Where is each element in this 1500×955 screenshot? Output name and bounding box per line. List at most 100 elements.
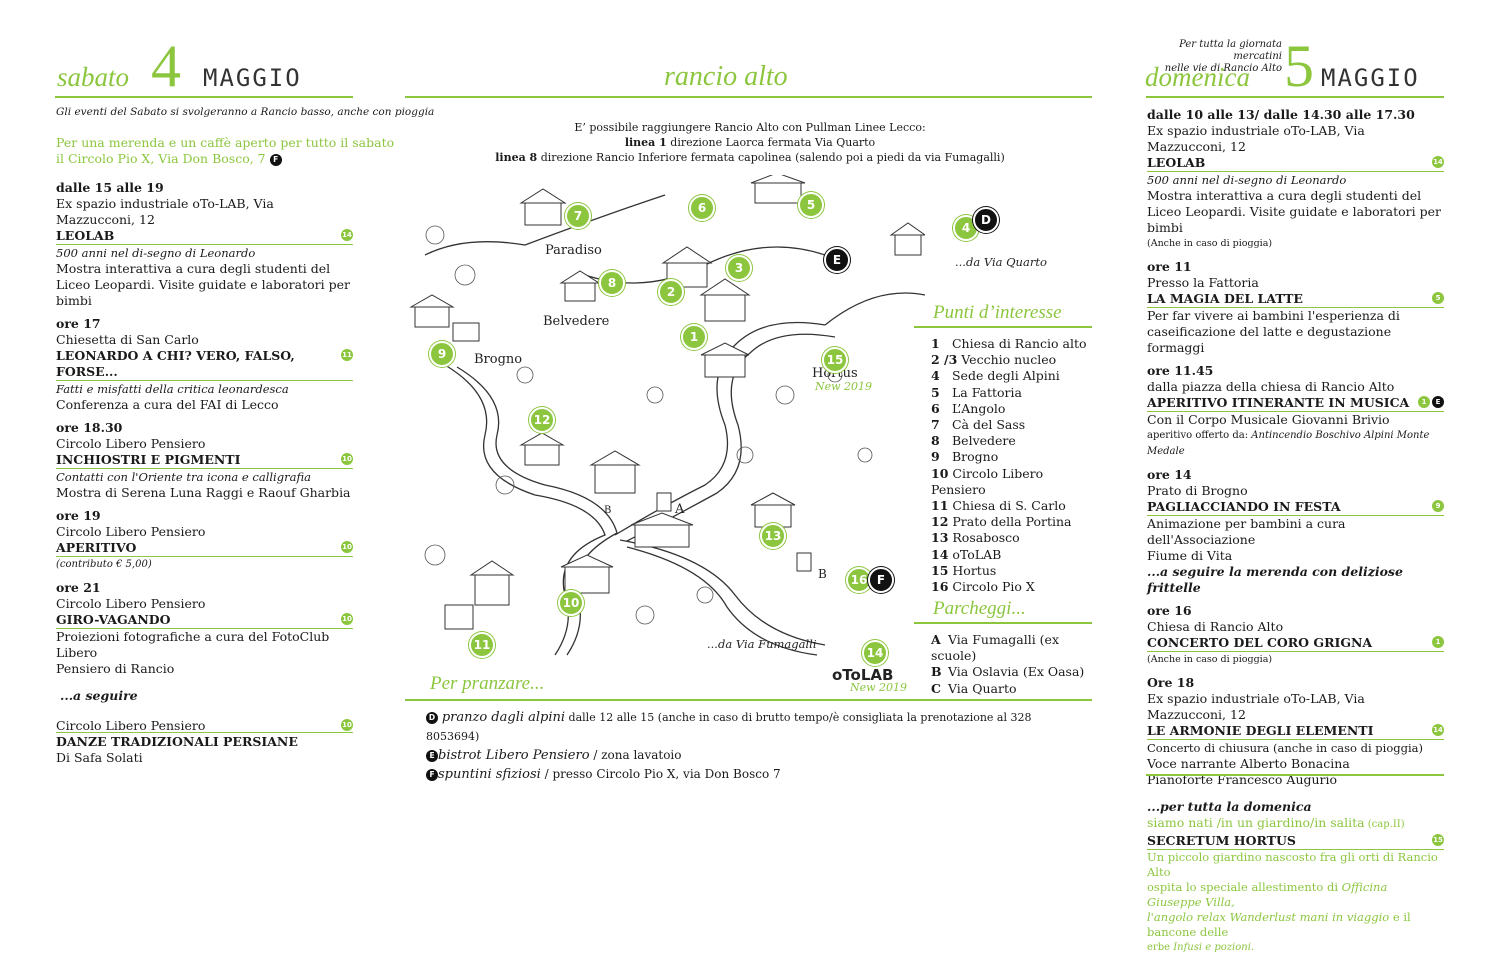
saturday-day: sabato: [57, 62, 130, 92]
map-marker-10[interactable]: 10: [558, 590, 584, 616]
map-marker-14[interactable]: 14: [862, 640, 888, 666]
event-magia-latte: ore 11 Presso la Fattoria LA MAGIA DEL L…: [1147, 259, 1444, 356]
map-label-new-2019-otolab: New 2019: [850, 681, 908, 694]
poi-name: La Fattoria: [951, 384, 1022, 400]
map-marker-12[interactable]: 12: [529, 407, 555, 433]
lunch-name: bistrot Libero Pensiero: [438, 748, 590, 763]
event-time: ore 21: [56, 580, 101, 595]
map-marker-7[interactable]: 7: [565, 203, 591, 229]
event-desc: Mostra di Serena Luna Raggi e Raouf Ghar…: [56, 485, 351, 500]
poi-number: 12: [931, 514, 949, 530]
event-time: ore 19: [56, 508, 101, 523]
place-badge: 5: [1432, 292, 1444, 304]
event-desc: Mostra interattiva a cura degli studenti…: [56, 261, 331, 276]
poi-item: 2 /3 Vecchio nucleo: [931, 352, 1101, 368]
event-title-text: GIRO-VAGANDO: [56, 612, 171, 627]
event-place: Presso la Fattoria: [1147, 275, 1259, 290]
sunday-bottom-divider: [1146, 774, 1444, 776]
poi-name: Circolo Pio X: [952, 579, 1035, 595]
poi-number: 11: [931, 498, 949, 514]
map-marker-9[interactable]: 9: [429, 341, 455, 367]
parking-marker-a: A: [675, 502, 685, 517]
map-marker-6[interactable]: 6: [689, 195, 715, 221]
poi-name: Rosabosco: [952, 530, 1020, 546]
event-title: LA MAGIA DEL LATTE 5: [1147, 291, 1444, 308]
bus-line-intro: E’ possibile raggiungere Rancio Alto con…: [574, 121, 926, 134]
event-desc: Fiume di Vita: [1147, 548, 1233, 563]
poi-number: 10: [931, 465, 949, 481]
map-marker-11[interactable]: 11: [469, 632, 495, 658]
event-time: ore 14: [1147, 467, 1192, 482]
bus-line-8: linea 8 direzione Rancio Inferiore ferma…: [420, 150, 1080, 165]
map-marker-5[interactable]: 5: [798, 192, 824, 218]
event-title-text: LA MAGIA DEL LATTE: [1147, 291, 1303, 306]
map-marker-8[interactable]: 8: [599, 270, 625, 296]
map-marker-d[interactable]: D: [973, 207, 999, 233]
lunch-divider: [405, 699, 1092, 701]
event-coro-grigna: ore 16 Chiesa di Rancio Alto CONCERTO DE…: [1147, 603, 1444, 668]
poi-item: 7 Cà del Sass: [931, 417, 1101, 433]
event-inchiostri: ore 18.30 Circolo Libero Pensiero INCHIO…: [56, 420, 353, 501]
map-marker-13[interactable]: 13: [760, 523, 786, 549]
poi-name: Circolo Libero Pensiero: [931, 465, 1044, 497]
map-marker-3[interactable]: 3: [726, 255, 752, 281]
map-marker-16[interactable]: 16: [846, 567, 872, 593]
parking-marker-b: B: [604, 505, 612, 516]
parking-name: Via Quarto: [948, 680, 1017, 696]
event-aperitivo-itinerante: ore 11.45 dalla piazza della chiesa di R…: [1147, 363, 1444, 460]
poi-item: 6 L’Angolo: [931, 401, 1101, 417]
bus-line-1: linea 1 direzione Laorca fermata Via Qua…: [420, 135, 1080, 150]
poi-item: 1 Chiesa di Rancio alto: [931, 336, 1101, 352]
event-note: aperitivo offerto da: Antincendio Boschi…: [1147, 428, 1444, 460]
badge-f: F: [426, 768, 438, 781]
parking-letter: A: [931, 632, 941, 647]
event-note: (Anche in caso di pioggia): [1147, 654, 1273, 665]
bus-line-8-text: direzione Rancio Inferiore fermata capol…: [537, 151, 1005, 164]
event-title-text: DANZE TRADIZIONALI PERSIANE: [56, 734, 298, 749]
village-map: [409, 175, 925, 656]
final-desc-4a: erbe: [1147, 942, 1174, 953]
place-badge: 1: [1432, 636, 1444, 648]
place-badge: 14: [1432, 156, 1444, 168]
final-desc-3a: l'angolo relax Wanderlust mani in viaggi…: [1147, 910, 1390, 924]
event-desc: Di Safa Solati: [56, 750, 143, 765]
event-subtitle: Fatti e misfatti della critica leonardes…: [56, 382, 289, 396]
event-title-text: LEOLAB: [1147, 155, 1206, 170]
poi-name: Hortus: [952, 562, 997, 578]
place-badge: 10: [341, 453, 353, 465]
event-place: Circolo Libero Pensiero: [56, 596, 206, 611]
map-marker-f[interactable]: F: [868, 567, 894, 593]
final-desc-3: l'angolo relax Wanderlust mani in viaggi…: [1147, 910, 1444, 940]
place-badge: 10: [341, 541, 353, 553]
lunch-name: pranzo dagli alpini: [441, 710, 566, 725]
place-badge: 15: [1432, 834, 1444, 846]
map-marker-1[interactable]: 1: [681, 324, 707, 350]
final-desc-4b: Infusi e pozioni.: [1173, 942, 1255, 953]
market-note: Per tutta la giornata mercatini nelle vi…: [1140, 39, 1282, 75]
map-label-belvedere: Belvedere: [543, 314, 610, 329]
lunch-header: Per pranzare...: [430, 673, 545, 694]
buildings: [409, 175, 925, 630]
event-title-text: CONCERTO DEL CORO GRIGNA: [1147, 635, 1373, 650]
saturday-number: 4: [151, 33, 181, 99]
map-marker-15[interactable]: 15: [822, 347, 848, 373]
event-follow: ...per tutta la domenica: [1147, 799, 1312, 814]
map-marker-e[interactable]: E: [824, 247, 850, 273]
event-title-text: LEONARDO A CHI? VERO, FALSO, FORSE...: [56, 348, 295, 379]
parking-letter: C: [931, 680, 941, 696]
event-place: Circolo Libero Pensiero: [56, 524, 206, 539]
poi-number: 16: [931, 579, 949, 595]
event-title-text: LEOLAB: [56, 228, 115, 243]
map-marker-2[interactable]: 2: [658, 279, 684, 305]
bus-line-1-text: direzione Laorca fermata Via Quarto: [666, 136, 876, 149]
poi-name: Sede degli Alpini: [951, 368, 1060, 384]
event-subtitle: (contributo € 5,00): [56, 559, 152, 570]
saturday-header: sabato 4 MAGGIO: [57, 33, 357, 99]
event-desc: Liceo Leopardi. Visite guidate e laborat…: [56, 277, 350, 308]
